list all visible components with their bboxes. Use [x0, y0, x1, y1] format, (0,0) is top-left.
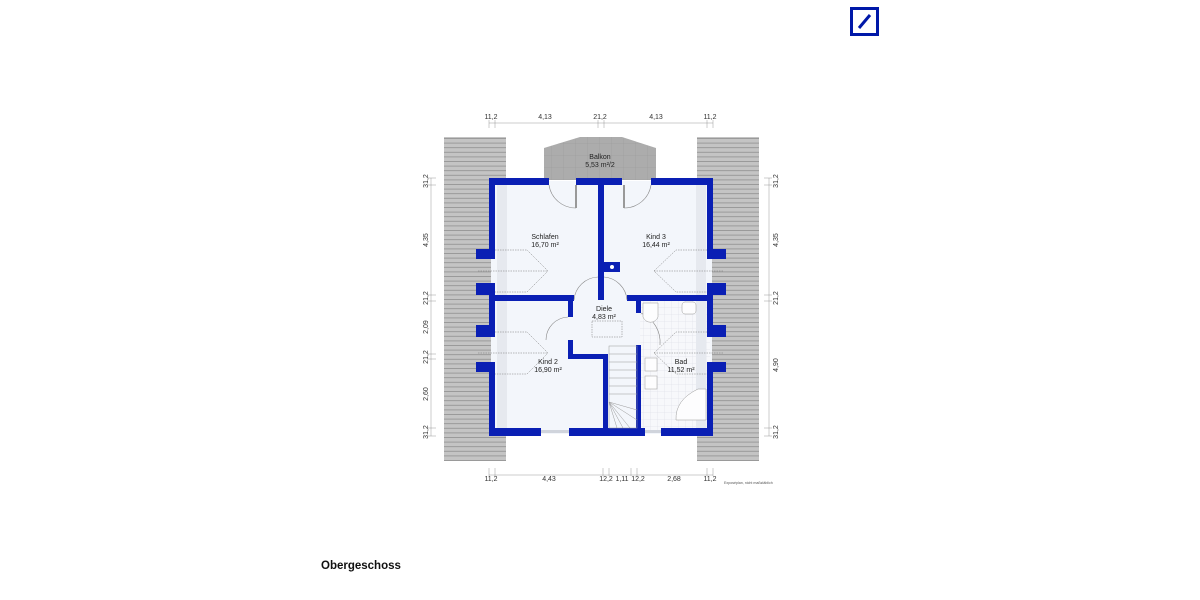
svg-text:31,2: 31,2: [773, 174, 780, 188]
svg-text:4,13: 4,13: [649, 114, 663, 121]
svg-text:31,2: 31,2: [423, 425, 430, 439]
svg-text:31,2: 31,2: [773, 425, 780, 439]
room-diele-area: 4,83 m²: [592, 314, 616, 321]
balcony: [544, 137, 656, 180]
svg-text:12,2: 12,2: [631, 476, 645, 483]
room-schlafen-name: Schlafen: [531, 234, 558, 241]
walls: [476, 178, 726, 436]
room-balkon-area: 5,53 m²/2: [585, 162, 615, 169]
svg-text:11,2: 11,2: [484, 476, 497, 483]
room-diele-name: Diele: [596, 306, 612, 313]
svg-text:31,2: 31,2: [423, 174, 430, 188]
dimensions-top: 11,2 4,13 21,2 4,13 11,2: [484, 114, 716, 121]
svg-text:4,90: 4,90: [773, 358, 780, 372]
svg-text:4,35: 4,35: [423, 233, 430, 247]
room-kind2-area: 16,90 m²: [534, 367, 562, 374]
deutsche-bank-logo-icon: [850, 7, 879, 36]
room-balkon-name: Balkon: [589, 154, 611, 161]
door-swings: [545, 184, 661, 346]
room-bad-name: Bad: [675, 359, 688, 366]
room-kind3-area: 16,44 m²: [642, 242, 670, 249]
svg-text:4,43: 4,43: [542, 476, 556, 483]
svg-text:21,2: 21,2: [423, 350, 430, 364]
roof-slope-lines: [478, 249, 724, 375]
dimensions-right: 31,2 4,35 21,2 4,90 31,2: [773, 174, 780, 439]
svg-text:21,2: 21,2: [593, 114, 607, 121]
bath-fixtures: [642, 301, 707, 421]
svg-text:2,68: 2,68: [667, 476, 681, 483]
svg-text:21,2: 21,2: [423, 291, 430, 305]
svg-text:2,09: 2,09: [423, 320, 430, 334]
svg-text:21,2: 21,2: [773, 291, 780, 305]
floor-title: Obergeschoss: [321, 560, 401, 572]
svg-text:11,2: 11,2: [484, 114, 497, 121]
svg-text:4,35: 4,35: [773, 233, 780, 247]
room-kind2-name: Kind 2: [538, 359, 558, 366]
dimensions-left: 31,2 4,35 21,2 2,09 21,2 2,60 31,2: [423, 174, 430, 439]
svg-text:12,2: 12,2: [599, 476, 613, 483]
svg-text:1,11: 1,11: [615, 476, 628, 483]
svg-text:11,2: 11,2: [703, 476, 716, 483]
staircase: [608, 345, 638, 429]
dimensions-bottom: 11,2 4,43 12,2 1,11 12,2 2,68 11,2: [484, 476, 716, 483]
room-kind3-name: Kind 3: [646, 234, 666, 241]
svg-text:4,13: 4,13: [538, 114, 552, 121]
svg-text:2,60: 2,60: [423, 387, 430, 401]
room-bad-area: 11,52 m²: [667, 367, 695, 374]
svg-text:11,2: 11,2: [703, 114, 716, 121]
room-schlafen-area: 16,70 m²: [531, 242, 559, 249]
scale-footnote: Exposéplan, nicht maßstäblich: [724, 481, 773, 485]
